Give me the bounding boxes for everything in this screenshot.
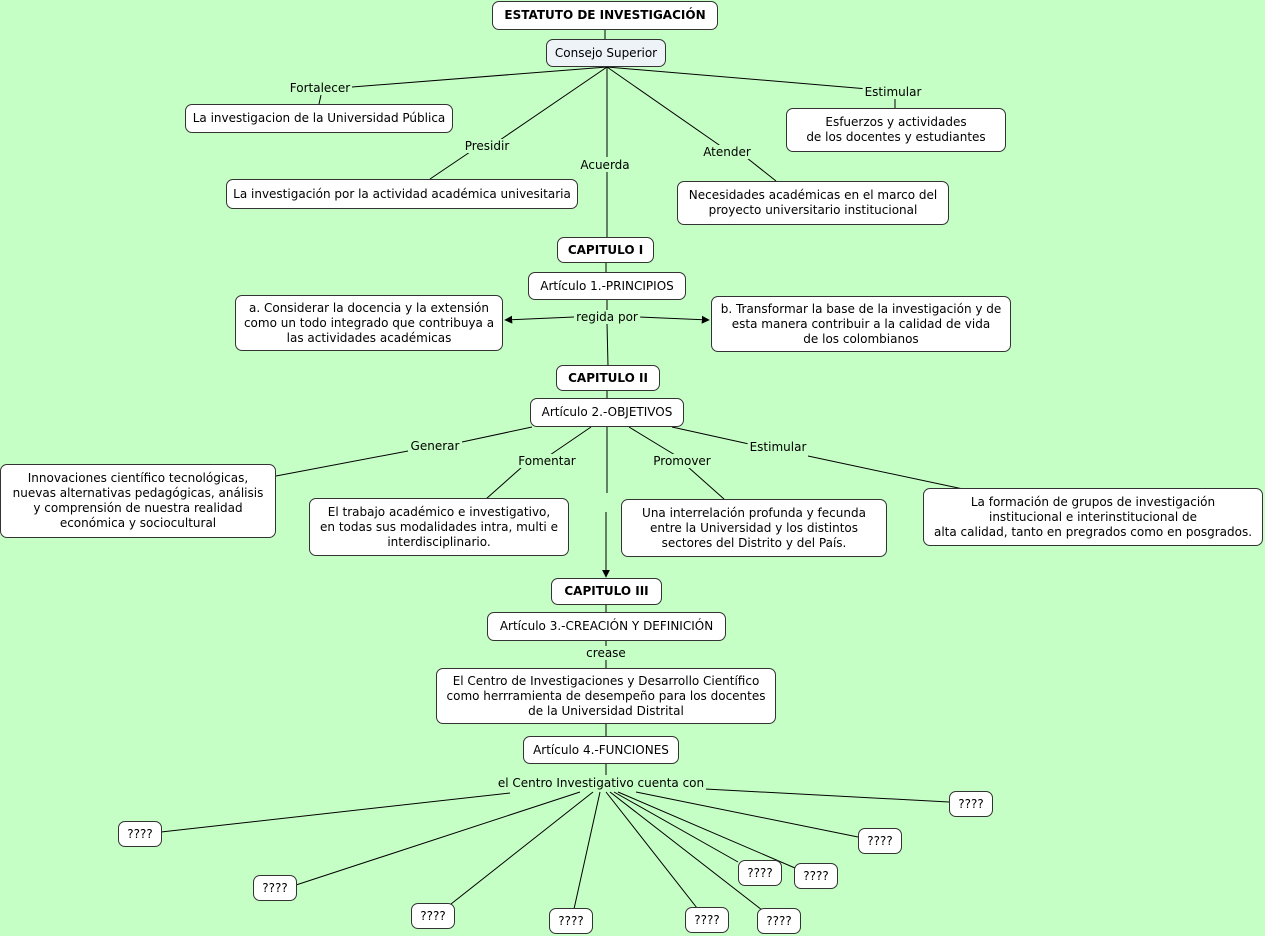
link-label-atender: Atender	[701, 145, 753, 159]
centro-investigaciones-node[interactable]: El Centro de Investigaciones y Desarroll…	[436, 668, 776, 724]
principio-b-node[interactable]: b. Transformar la base de la investigaci…	[711, 296, 1011, 352]
articulo-4-node[interactable]: Artículo 4.-FUNCIONES	[523, 736, 679, 764]
consejo-superior-node[interactable]: Consejo Superior	[546, 39, 666, 67]
link-label-estimular: Estimular	[862, 85, 924, 99]
capitulo-3-node[interactable]: CAPITULO III	[551, 578, 662, 605]
unknown-function-node[interactable]: ????	[253, 875, 297, 901]
link-label-crease: crease	[584, 646, 628, 660]
interrelacion-node[interactable]: Una interrelación profunda y fecunda ent…	[621, 499, 887, 557]
link-label-acuerda: Acuerda	[578, 158, 632, 172]
universidad-publica-node[interactable]: La investigacion de la Universidad Públi…	[185, 104, 453, 133]
unknown-function-node[interactable]: ????	[411, 903, 455, 929]
trabajo-academico-node[interactable]: El trabajo académico e investigativo, en…	[309, 498, 569, 556]
link-label-fomentar: Fomentar	[516, 454, 578, 468]
link-label-generar: Generar	[408, 439, 462, 453]
link-label-fortalecer: Fortalecer	[287, 81, 353, 95]
unknown-function-node[interactable]: ????	[858, 828, 902, 854]
link-label-promover: Promover	[651, 454, 713, 468]
unknown-function-node[interactable]: ????	[757, 908, 801, 934]
unknown-function-node[interactable]: ????	[738, 860, 782, 886]
esfuerzos-node[interactable]: Esfuerzos y actividades de los docentes …	[786, 108, 1006, 152]
unknown-function-node[interactable]: ????	[949, 791, 993, 817]
link-label-regida-por: regida por	[574, 310, 640, 324]
investigacion-actividad-node[interactable]: La investigación por la actividad académ…	[226, 179, 578, 209]
principio-a-node[interactable]: a. Considerar la docencia y la extensión…	[235, 295, 503, 351]
articulo-2-node[interactable]: Artículo 2.-OBJETIVOS	[530, 398, 684, 427]
unknown-function-node[interactable]: ????	[549, 908, 593, 934]
articulo-3-node[interactable]: Artículo 3.-CREACIÓN Y DEFINICIÓN	[487, 612, 726, 641]
unknown-function-node[interactable]: ????	[794, 863, 838, 889]
formacion-grupos-node[interactable]: La formación de grupos de investigación …	[923, 488, 1263, 546]
link-label-estimular-2: Estimular	[747, 440, 809, 454]
unknown-function-node[interactable]: ????	[685, 907, 729, 933]
innovaciones-node[interactable]: Innovaciones científico tecnológicas, nu…	[0, 464, 276, 538]
capitulo-1-node[interactable]: CAPITULO I	[557, 237, 654, 263]
root-node[interactable]: ESTATUTO DE INVESTIGACIÓN	[492, 1, 718, 30]
link-label-presidir: Presidir	[462, 139, 512, 153]
articulo-1-node[interactable]: Artículo 1.-PRINCIPIOS	[528, 272, 686, 300]
link-label-cuenta-con: el Centro Investigativo cuenta con	[495, 776, 707, 790]
necesidades-node[interactable]: Necesidades académicas en el marco del p…	[677, 181, 949, 225]
capitulo-2-node[interactable]: CAPITULO II	[556, 365, 660, 391]
unknown-function-node[interactable]: ????	[118, 821, 162, 847]
